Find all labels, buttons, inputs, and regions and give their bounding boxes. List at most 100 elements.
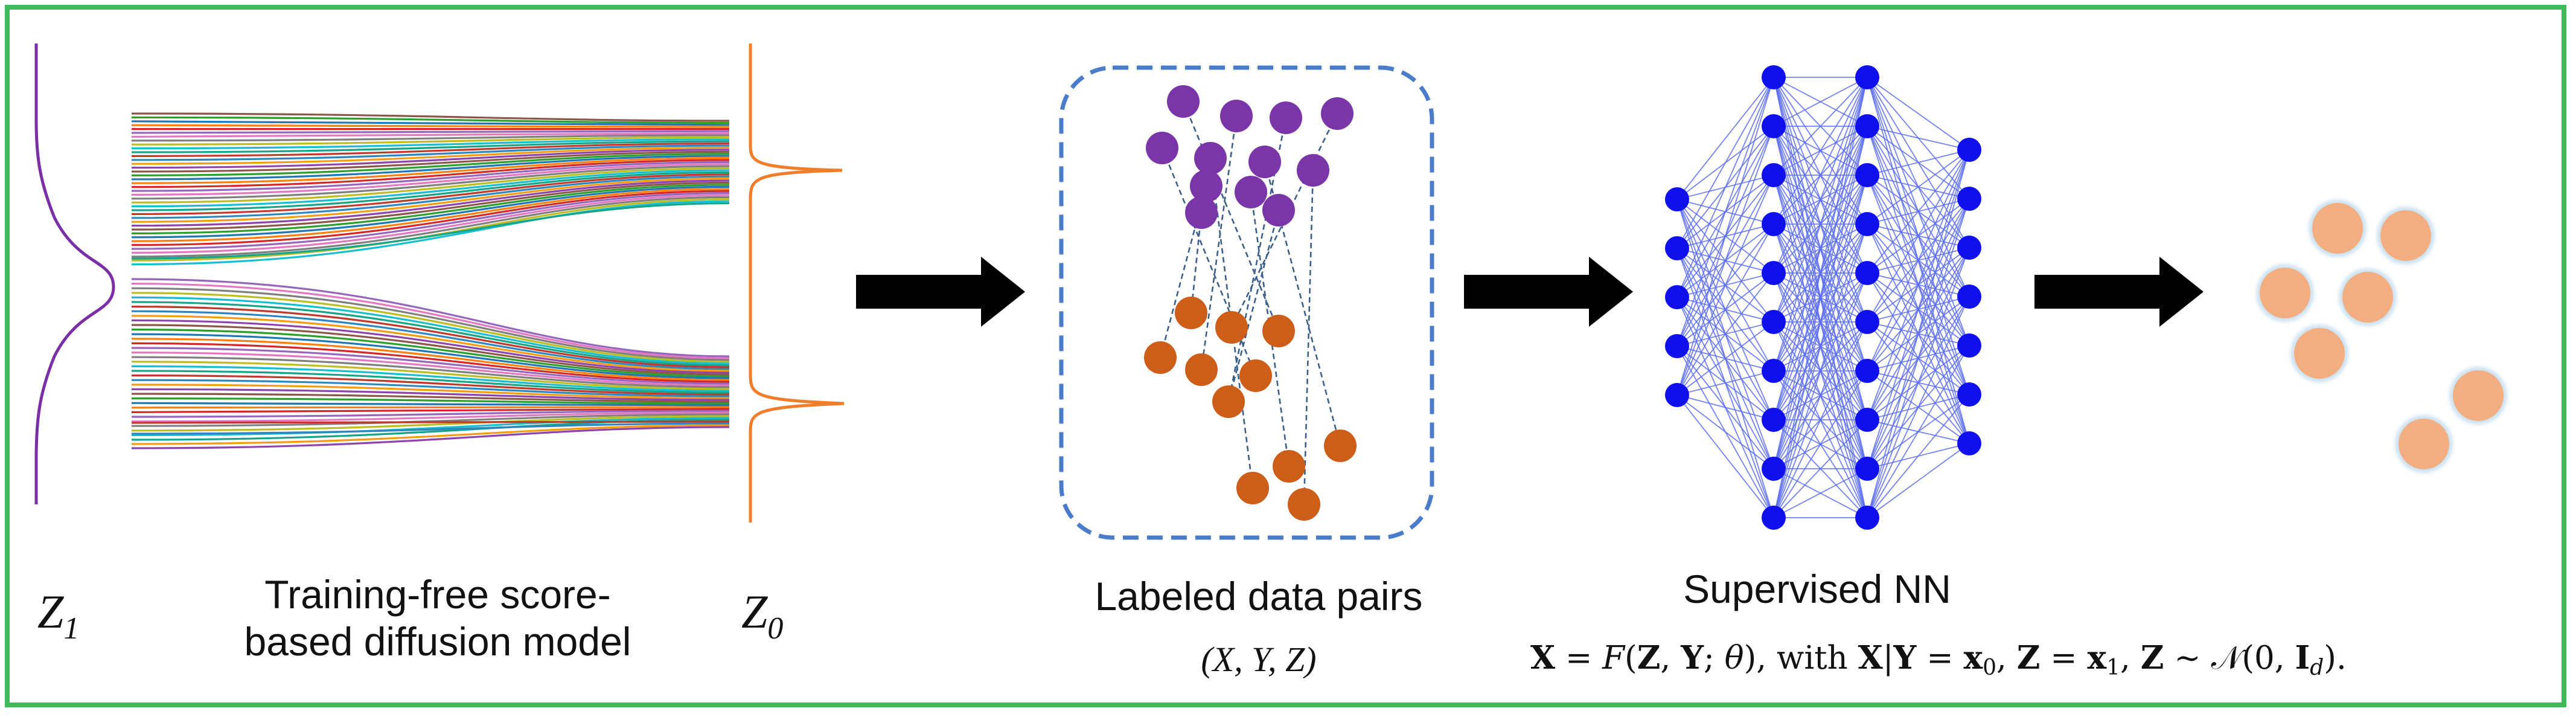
nn-edge (1676, 272, 1774, 396)
nn-node (1957, 431, 1981, 455)
trajectory-line (131, 356, 730, 388)
nn-edge (1867, 149, 1970, 176)
trajectory-line (131, 200, 730, 266)
nn-edge (1676, 370, 1774, 396)
trajectory-line (131, 324, 730, 376)
nn-nodes (1665, 65, 1981, 530)
generated-samples (2256, 199, 2507, 473)
trajectory-line (131, 173, 730, 215)
orange-data-point (1324, 429, 1357, 462)
purple-data-point (1297, 154, 1329, 187)
nn-node (1855, 359, 1879, 383)
trajectory-line (131, 408, 730, 413)
nn-node (1855, 114, 1879, 138)
trajectory-line (131, 124, 730, 128)
orange-data-point (1239, 359, 1272, 392)
nn-edge (1773, 77, 1868, 274)
trajectory-line (131, 116, 730, 124)
trajectory-line (131, 150, 730, 173)
nn-node (1957, 187, 1981, 211)
pair-link (1227, 210, 1280, 402)
nn-edge (1773, 223, 1868, 518)
nn-edge (1773, 77, 1868, 225)
trajectory-line (131, 134, 730, 142)
nn-node (1762, 163, 1786, 187)
trajectory-line (131, 167, 730, 204)
trajectory-line (131, 165, 730, 200)
orange-data-point (1288, 488, 1320, 521)
trajectory-line (131, 306, 730, 368)
trajectory-line (131, 196, 730, 258)
nn-node (1957, 333, 1981, 358)
nn-edge (1676, 394, 1774, 518)
trajectory-line (131, 361, 730, 390)
nn-node (1762, 408, 1786, 432)
nn-node (1762, 261, 1786, 285)
purple-data-point (1185, 196, 1218, 229)
generated-sample (2342, 272, 2393, 323)
nn-edge (1867, 149, 1970, 518)
nn-edge (1867, 149, 1970, 274)
diffusion-model-label: Training-free score- based diffusion mod… (244, 572, 631, 664)
arrow-3 (2034, 257, 2204, 327)
trajectory-line (131, 402, 730, 407)
nn-node (1957, 236, 1981, 260)
purple-data-point (1220, 100, 1253, 132)
nn-edge (1676, 126, 1774, 396)
supervised-nn-label: Supervised NN (1683, 567, 1951, 611)
generated-sample (2380, 210, 2431, 261)
trajectory-line (131, 136, 730, 146)
orange-data-point (1262, 315, 1295, 347)
nn-edge (1773, 77, 1868, 127)
orange-data-point (1175, 297, 1207, 329)
trajectory-line (131, 422, 730, 435)
nn-edge (1773, 77, 1868, 323)
trajectory-line (131, 142, 730, 157)
purple-data-point (1248, 146, 1281, 178)
trajectory-line (131, 140, 730, 153)
nn-node (1855, 65, 1879, 89)
orange-data-point (1144, 341, 1177, 374)
diffusion-trajectories (131, 112, 730, 449)
trajectory-line (131, 384, 730, 399)
trajectory-line (131, 329, 730, 378)
trajectory-line (131, 397, 730, 405)
z0-label: Z0 (741, 585, 784, 646)
trajectory-line (131, 410, 730, 418)
trajectory-line (131, 415, 730, 432)
purple-data-point (1262, 194, 1295, 227)
nn-node (1762, 65, 1786, 89)
generated-sample (2399, 419, 2449, 469)
trajectory-line (131, 191, 730, 250)
nn-edge (1867, 345, 1970, 518)
trajectory-line (131, 120, 730, 126)
purple-data-point (1167, 85, 1200, 118)
generated-sample (2294, 328, 2345, 379)
arrow-1 (856, 257, 1025, 327)
trajectory-line (131, 315, 730, 372)
nn-edge (1676, 77, 1774, 396)
trajectory-line (131, 424, 730, 445)
nn-edge (1676, 394, 1774, 420)
orange-data-point (1185, 353, 1218, 386)
nn-node (1855, 163, 1879, 187)
nn-edge (1773, 77, 1868, 420)
nn-edge (1867, 198, 1970, 518)
trajectory-line (131, 169, 730, 208)
nn-edge (1676, 77, 1774, 347)
nn-edge (1773, 126, 1868, 518)
nn-edge (1676, 77, 1774, 249)
trajectory-line (131, 112, 730, 122)
trajectory-line (131, 138, 730, 150)
nn-node (1957, 285, 1981, 309)
nn-edge (1773, 321, 1868, 518)
trajectory-line (131, 130, 730, 134)
trajectory-line (131, 319, 730, 374)
pair-dots (1144, 85, 1357, 521)
purple-data-point (1321, 97, 1354, 130)
nn-node (1762, 506, 1786, 530)
trajectory-line (131, 278, 730, 358)
nn-node (1665, 285, 1689, 309)
nn-node (1762, 114, 1786, 138)
